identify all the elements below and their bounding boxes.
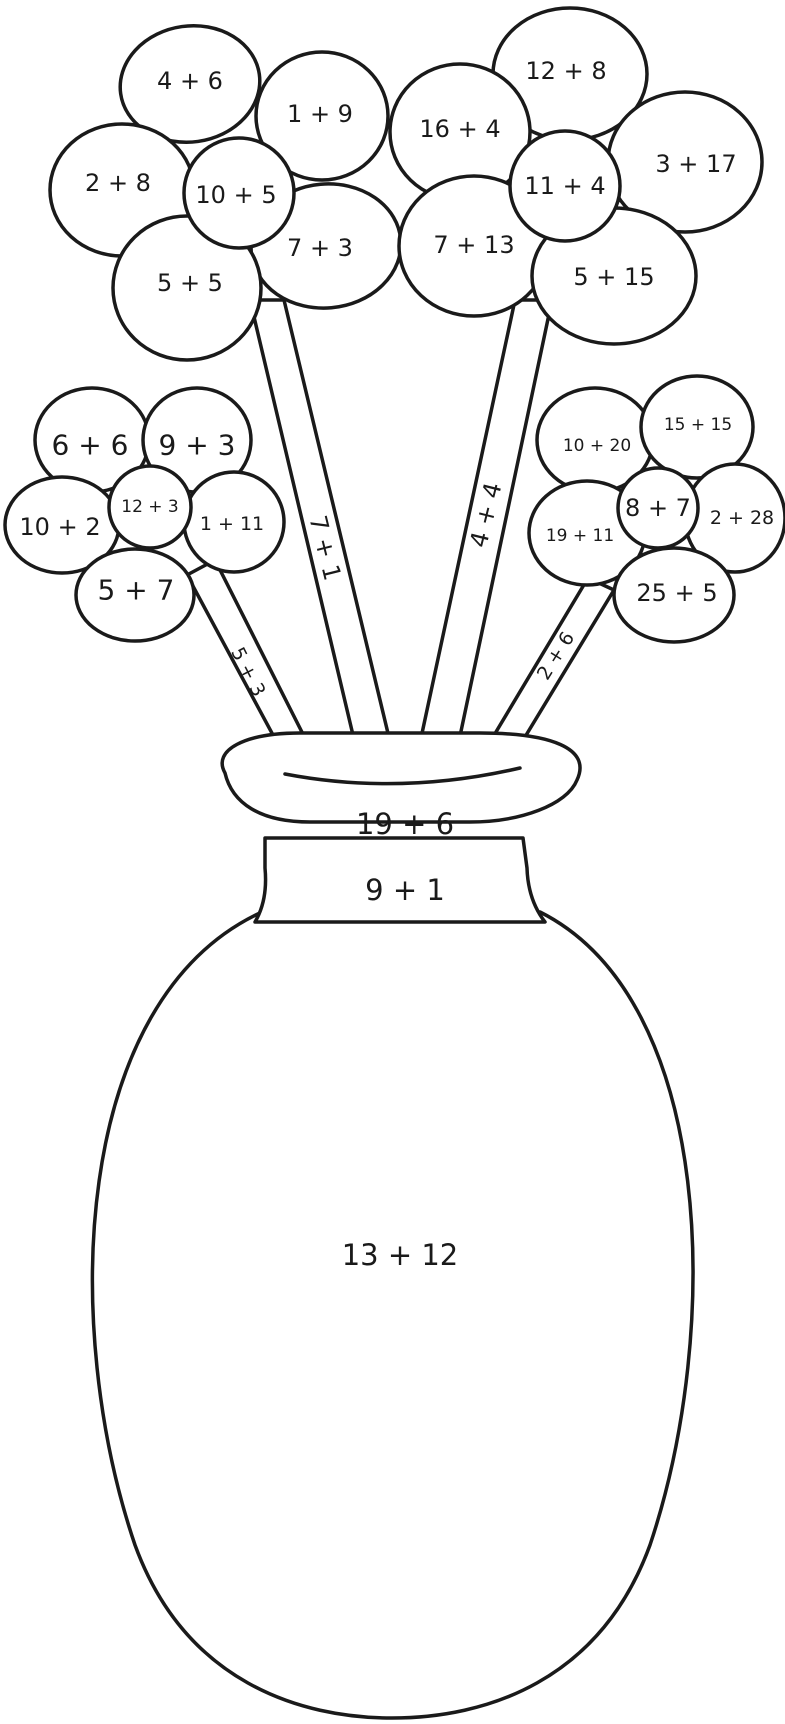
flower-center (182, 136, 296, 250)
vase: 19 + 6 9 + 1 13 + 12 (90, 731, 695, 1720)
vase-neck-label: 9 + 1 (365, 873, 445, 907)
flower-center (107, 464, 193, 550)
petal (118, 23, 262, 145)
petal-label: 19 + 11 (546, 526, 614, 546)
vase-rim (220, 731, 582, 824)
petal-label: 25 + 5 (636, 579, 717, 607)
stem-top-left: 7 + 1 (248, 298, 394, 754)
petal-label: 4 + 6 (157, 67, 223, 95)
flower-mid-right: 10 + 20 15 + 15 19 + 11 2 + 28 25 + 5 8 … (527, 374, 785, 644)
flower-top-left: 4 + 6 1 + 9 2 + 8 7 + 3 5 + 5 10 + 5 (48, 23, 403, 362)
petal-label: 1 + 9 (287, 100, 353, 128)
petal-label: 16 + 4 (419, 115, 500, 143)
petal-label: 10 + 2 (19, 513, 100, 541)
petal (639, 374, 755, 480)
flower-mid-left: 6 + 6 9 + 3 10 + 2 1 + 11 5 + 7 12 + 3 (3, 386, 286, 643)
petal-label: 9 + 3 (159, 429, 236, 462)
petal-label: 5 + 5 (157, 269, 223, 297)
petal-label: 12 + 8 (525, 57, 606, 85)
flower-center (508, 129, 622, 243)
vase-opening (283, 766, 522, 786)
petal-label: 15 + 15 (664, 415, 732, 435)
petal-label: 6 + 6 (52, 429, 129, 462)
petal-label: 1 + 11 (200, 513, 264, 535)
vase-rim-label: 19 + 6 (356, 807, 454, 841)
petal (111, 214, 263, 362)
center-label: 11 + 4 (524, 172, 605, 200)
petal-label: 2 + 8 (85, 169, 151, 197)
petal-label: 3 + 17 (655, 150, 736, 178)
center-label: 8 + 7 (625, 494, 691, 522)
petal (612, 546, 736, 644)
vase-neck (253, 836, 547, 924)
vase-body-label: 13 + 12 (342, 1238, 459, 1272)
petal-label: 10 + 20 (563, 436, 631, 456)
flower-center (616, 466, 700, 550)
petal-label: 5 + 7 (98, 574, 175, 607)
petal (254, 50, 390, 182)
petal-label: 7 + 3 (287, 234, 353, 262)
petal-label: 5 + 15 (573, 263, 654, 291)
petal-label: 7 + 13 (433, 231, 514, 259)
flower-top-right: 12 + 8 16 + 4 3 + 17 7 + 13 5 + 15 11 + … (388, 6, 764, 346)
petal-label: 2 + 28 (710, 507, 774, 529)
vase-body (90, 910, 695, 1720)
center-label: 12 + 3 (121, 497, 179, 517)
center-label: 10 + 5 (195, 181, 276, 209)
petal (74, 547, 196, 643)
